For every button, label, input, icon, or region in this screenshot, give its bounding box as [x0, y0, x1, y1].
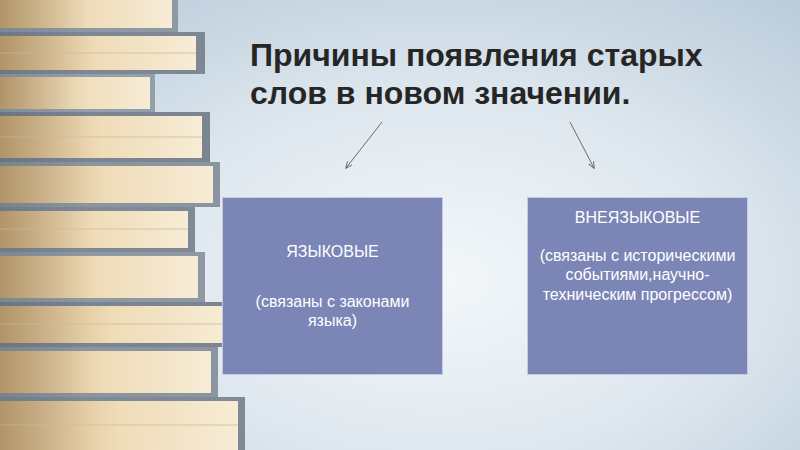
box-heading: ВНЕЯЗЫКОВЫЕ — [528, 208, 747, 228]
category-box: ЯЗЫКОВЫЕ (связаны с законами языка) — [222, 197, 443, 375]
category-box: ВНЕЯЗЫКОВЫЕ (связаны с историческими собы… — [527, 197, 748, 375]
box-body: (связаны с законами языка) — [223, 292, 442, 331]
pointer-arrow — [346, 122, 382, 168]
pointer-arrow — [570, 122, 594, 168]
box-heading: ЯЗЫКОВЫЕ — [223, 242, 442, 262]
box-body: (связаны с историческими событиями,научн… — [528, 246, 747, 305]
title-text: Причины появления старых слов в новом зн… — [250, 36, 775, 113]
shadow — [0, 0, 90, 450]
